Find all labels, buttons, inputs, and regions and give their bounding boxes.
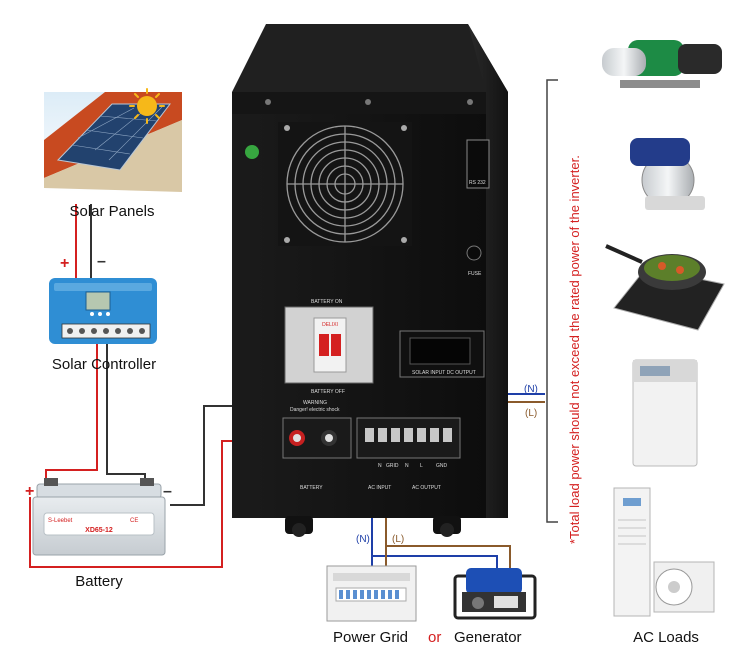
input-live-label: (L) xyxy=(392,534,404,545)
solar-controller-label: Solar Controller xyxy=(52,356,156,373)
battery-off-label: BATTERY OFF xyxy=(311,389,345,395)
water-pump-image xyxy=(602,40,722,88)
power-grid-label: Power Grid xyxy=(333,629,408,646)
battery-port-label: BATTERY xyxy=(300,485,323,491)
generator-image xyxy=(453,568,537,620)
breaker-brand-text: DELIXI xyxy=(322,322,338,328)
ac-output-label: AC OUTPUT xyxy=(412,485,441,491)
air-conditioner-image xyxy=(613,487,715,617)
battery-brand-text: S-Leebet xyxy=(48,518,73,524)
battery-on-label: BATTERY ON xyxy=(311,299,343,305)
status-led-icon xyxy=(245,145,259,159)
solar-controller-image xyxy=(49,278,157,344)
or-label: or xyxy=(428,629,441,646)
solar-panels-label: Solar Panels xyxy=(69,203,154,220)
battery-plus-sign: + xyxy=(25,483,34,500)
generator-label: Generator xyxy=(454,629,522,646)
output-live-label: (L) xyxy=(525,408,537,419)
cooling-fan-grille xyxy=(278,122,412,246)
induction-cooker-image xyxy=(605,244,725,331)
rs232-label: RS 232 xyxy=(469,180,486,186)
load-power-note: *Total load power should not exceed the … xyxy=(567,155,582,544)
terminal-grid: GRID xyxy=(386,463,399,469)
input-neutral-label: (N) xyxy=(356,534,370,545)
power-grid-image xyxy=(326,565,417,622)
fuse-holder xyxy=(466,245,482,261)
battery-minus-sign: – xyxy=(163,483,172,500)
sun-icon xyxy=(129,88,165,124)
dc-port-labels: SOLAR INPUT DC OUTPUT xyxy=(412,370,476,376)
warning-label: WARNING xyxy=(303,400,327,406)
panel-minus-sign: – xyxy=(97,253,106,270)
warning-text: Danger! electric shock xyxy=(290,407,340,413)
washing-machine-image xyxy=(632,359,698,467)
terminal-n-output: N xyxy=(405,463,409,469)
ac-loads-label: AC Loads xyxy=(633,629,699,646)
output-neutral-label: (N) xyxy=(524,384,538,395)
terminal-l-output: L xyxy=(420,463,423,469)
solar-panel-image xyxy=(44,88,182,192)
battery-model-text: XD65-12 xyxy=(85,527,113,534)
panel-plus-sign: + xyxy=(60,255,69,272)
ac-input-label: AC INPUT xyxy=(368,485,391,491)
inverter-top xyxy=(232,24,508,92)
battery-label: Battery xyxy=(75,573,123,590)
load-bracket xyxy=(546,79,558,523)
inverter-side xyxy=(468,24,508,518)
battery-image: S-Leebet CE XD65-12 xyxy=(32,478,166,556)
tile-cutter-image xyxy=(630,138,705,210)
terminal-n-input: N xyxy=(378,463,382,469)
rs232-port xyxy=(466,139,490,189)
battery-ce-text: CE xyxy=(130,518,138,524)
inverter-image: RS 232 FUSE BATTERY ON BATTERY OFF DELIX… xyxy=(232,24,508,537)
terminal-gnd: GND xyxy=(436,463,448,469)
fuse-label: FUSE xyxy=(468,271,482,277)
